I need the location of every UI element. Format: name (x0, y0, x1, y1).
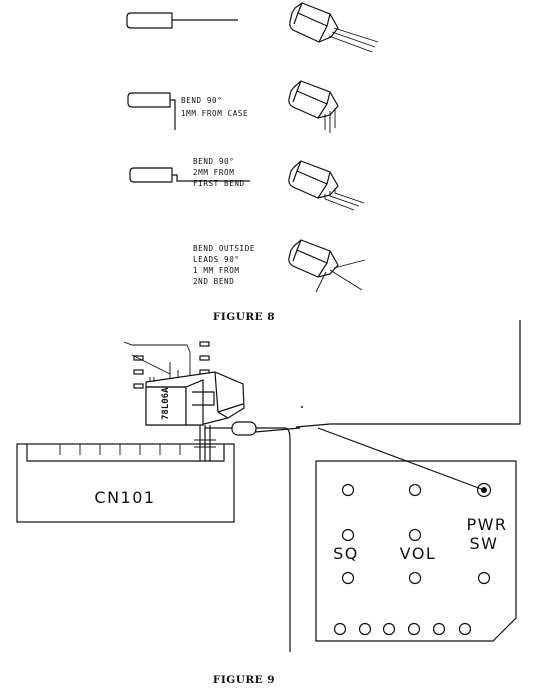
cn101-inner-rim (26, 444, 225, 462)
pad (133, 369, 144, 375)
pad (199, 341, 210, 347)
sw-label: SW (470, 534, 499, 553)
hole (408, 571, 422, 585)
figure8: BEND 90° 1MM FROM CASE BEND 90° 2MM FROM… (126, 2, 379, 323)
step2-note-line1: BEND 90° (181, 96, 222, 105)
hole (477, 571, 491, 585)
cn101-connector: CN101 (16, 443, 235, 523)
step1-transistor-3d (289, 2, 379, 53)
step4-transistor-3d (288, 239, 366, 293)
step3-note-line1: BEND 90° (193, 157, 234, 166)
figure9-caption: FIGURE 9 (213, 674, 275, 686)
step3-note-line2: 2MM FROM (193, 168, 234, 177)
step2-note: BEND 90° 1MM FROM CASE (181, 96, 248, 118)
hole (358, 622, 372, 636)
cn101-label: CN101 (94, 488, 155, 507)
pad (133, 383, 144, 389)
hole (382, 622, 396, 636)
pwr-sw-hole (476, 482, 492, 498)
hole (408, 528, 422, 542)
regulator-assembly: 78L06A (123, 341, 245, 461)
control-board: SQ VOL PWR SW (315, 460, 517, 642)
step3-side-view (129, 167, 250, 183)
wire-to-bead (254, 427, 301, 433)
outer-wire (295, 320, 521, 428)
regulator-front (145, 386, 187, 426)
step1-side-view (126, 12, 238, 29)
cn101-body (16, 443, 235, 523)
figure8-caption: FIGURE 8 (213, 311, 275, 323)
step3-note-line3: FIRST BEND (193, 179, 245, 188)
step4-note-line4: 2ND BEND (193, 277, 234, 286)
step3-transistor-3d (288, 160, 365, 211)
vol-label: VOL (400, 544, 437, 563)
step4-note: BEND OUTSIDE LEADS 90° 1 MM FROM 2ND BEN… (193, 244, 255, 286)
figure9: CN101 7 (16, 320, 521, 686)
hole (432, 622, 446, 636)
hole (333, 622, 347, 636)
hole (341, 483, 355, 497)
ground-wire (255, 427, 291, 652)
hole (458, 622, 472, 636)
regulator-label: 78L06A (161, 387, 171, 420)
pad (199, 355, 210, 361)
step4-note-line2: LEADS 90° (193, 255, 240, 264)
sq-label: SQ (333, 544, 359, 563)
step2-side-view (127, 92, 176, 130)
ferrite-bead (231, 421, 257, 436)
step4-note-line1: BEND OUTSIDE (193, 244, 255, 253)
step2-note-line2: 1MM FROM CASE (181, 109, 248, 118)
hole (341, 571, 355, 585)
step4-note-line3: 1 MM FROM (193, 266, 240, 275)
board-outline (315, 460, 517, 642)
hole (407, 622, 421, 636)
step3-note: BEND 90° 2MM FROM FIRST BEND (193, 157, 245, 188)
hole (408, 483, 422, 497)
step2-transistor-3d (288, 80, 339, 133)
cn101-pins (59, 444, 201, 455)
hole (341, 528, 355, 542)
jumper-to-pwr-sw (317, 427, 485, 491)
speck (301, 406, 303, 408)
pwr-label: PWR (466, 515, 507, 534)
